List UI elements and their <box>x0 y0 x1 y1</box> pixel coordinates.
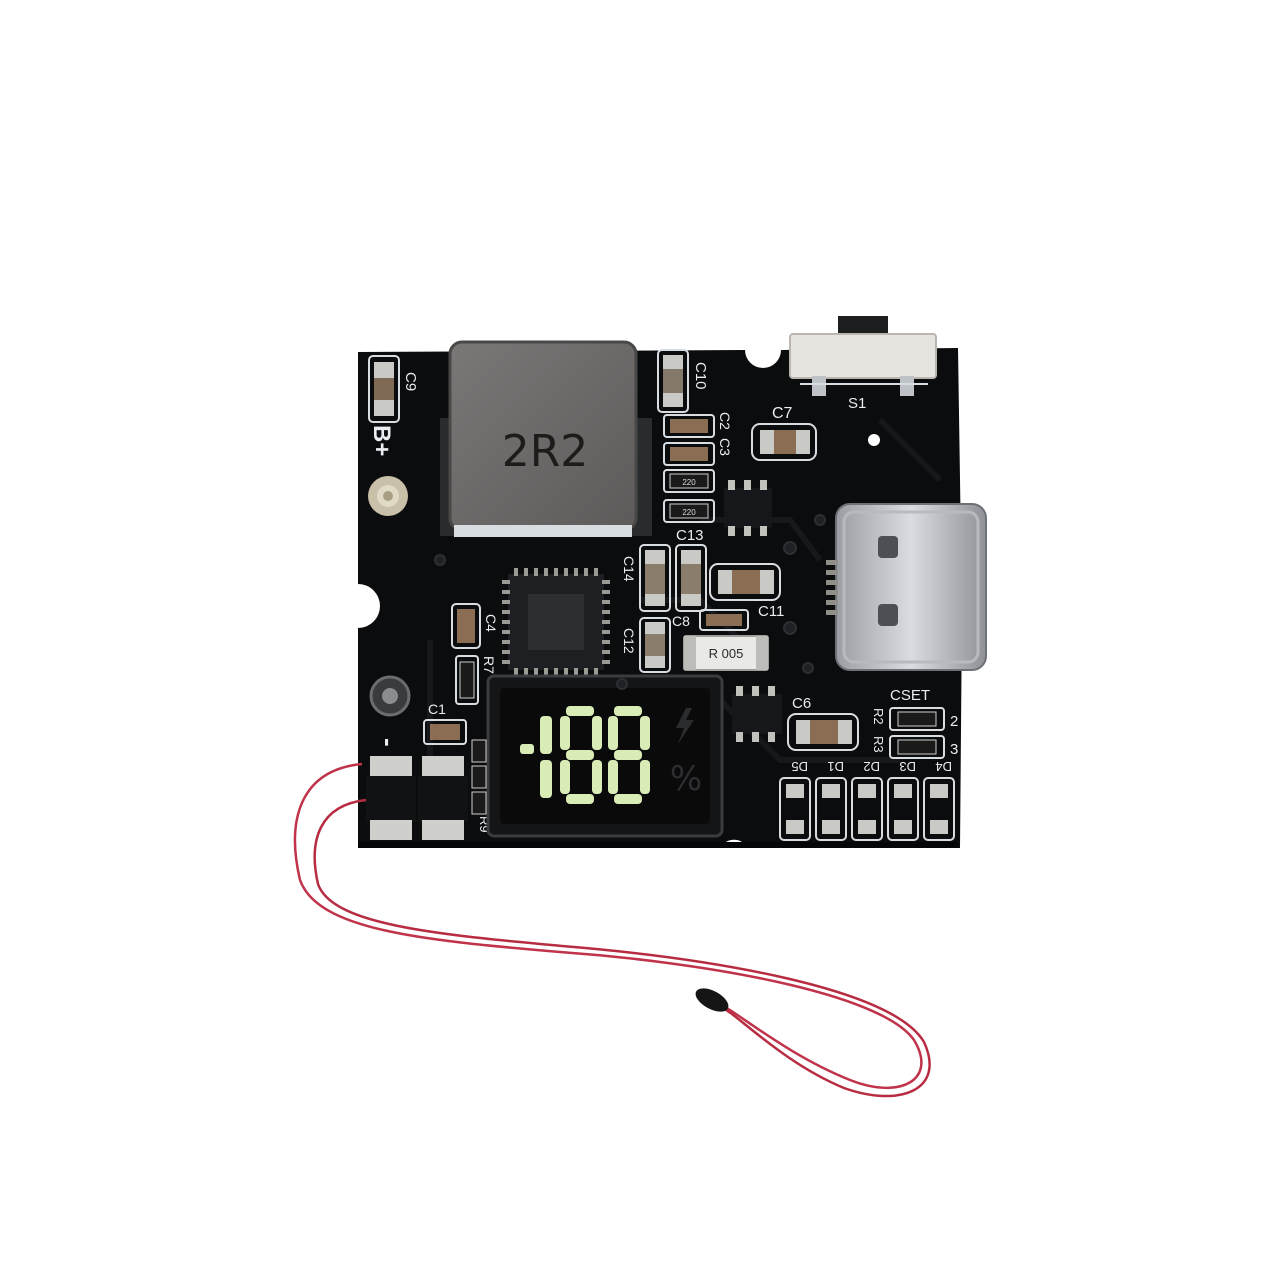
capacitor-c10 <box>657 349 689 413</box>
lightning-bolt-icon <box>676 708 694 744</box>
resistor-r3 <box>889 735 945 759</box>
label-d2: D2 <box>863 759 880 774</box>
display-digit-2 <box>560 706 602 804</box>
switch-s1[interactable] <box>789 333 937 379</box>
label-c13: C13 <box>676 527 704 544</box>
inductor-marking: 2R2 <box>502 426 589 477</box>
label-d5: D5 <box>791 759 808 774</box>
led-footprints <box>779 777 955 841</box>
resistor-r2 <box>889 707 945 731</box>
label-cset-3: 3 <box>950 741 958 758</box>
label-r3: R3 <box>871 736 886 753</box>
label-cset-2: 2 <box>950 713 958 730</box>
label-r2: R2 <box>871 708 886 725</box>
thermistor-wire-b <box>313 798 931 1098</box>
capacitor-c6 <box>787 713 859 751</box>
capacitor-c4 <box>451 603 481 649</box>
label-c10: C10 <box>692 362 709 390</box>
label-c4: C4 <box>483 614 499 632</box>
label-cset: CSET <box>890 687 930 704</box>
label-s1: S1 <box>848 395 866 412</box>
label-r7: R7 <box>481 656 497 674</box>
label-c14: C14 <box>621 556 637 582</box>
led-display <box>500 688 710 824</box>
label-c3: C3 <box>717 438 733 456</box>
display-digit-3 <box>608 706 650 804</box>
main-ic-pins <box>502 568 610 676</box>
resistor-220-a <box>663 469 715 493</box>
mosfet-right <box>418 756 468 840</box>
label-c12: C12 <box>621 628 637 654</box>
display-digit-1 <box>520 716 552 798</box>
ic-bottom <box>732 694 782 734</box>
thermistor-wire-a <box>293 762 923 1090</box>
ic-top <box>724 488 772 528</box>
capacitor-c7 <box>751 423 817 461</box>
label-d4: D4 <box>935 759 952 774</box>
mounting-hole <box>868 434 880 446</box>
display-percent: % <box>670 759 702 799</box>
mosfet-left <box>366 756 416 840</box>
thermistor-bead <box>695 988 729 1012</box>
label-c9: C9 <box>402 372 419 391</box>
capacitor-c8 <box>699 609 749 631</box>
capacitor-c1 <box>423 719 467 745</box>
label-c6: C6 <box>792 695 811 712</box>
label-d3: D3 <box>899 759 916 774</box>
vias <box>434 514 826 690</box>
resistor-r7 <box>455 655 479 705</box>
label-c1: C1 <box>428 701 446 717</box>
b-plus-label: B+ <box>368 425 395 456</box>
capacitor-c13 <box>675 544 707 612</box>
svg-text:220: 220 <box>682 508 696 517</box>
capacitor-c11 <box>709 563 781 601</box>
b-minus-label: - <box>374 738 404 747</box>
svg-text:220: 220 <box>682 478 696 487</box>
label-c8: C8 <box>672 613 690 629</box>
label-c2: C2 <box>717 412 733 430</box>
capacitor-c14 <box>639 544 671 612</box>
capacitor-c3 <box>663 442 715 466</box>
label-c11: C11 <box>758 603 784 620</box>
shunt-marking: R 005 <box>709 646 744 661</box>
label-d1: D1 <box>827 759 844 774</box>
label-c7: C7 <box>772 405 793 422</box>
capacitor-c2 <box>663 414 715 438</box>
resistor-220-b <box>663 499 715 523</box>
capacitor-c12 <box>639 617 671 673</box>
capacitor-c9 <box>368 355 400 423</box>
display-resistors <box>471 739 487 815</box>
pcb-edge-strip <box>358 842 958 848</box>
usb-c-connector[interactable] <box>835 503 987 671</box>
